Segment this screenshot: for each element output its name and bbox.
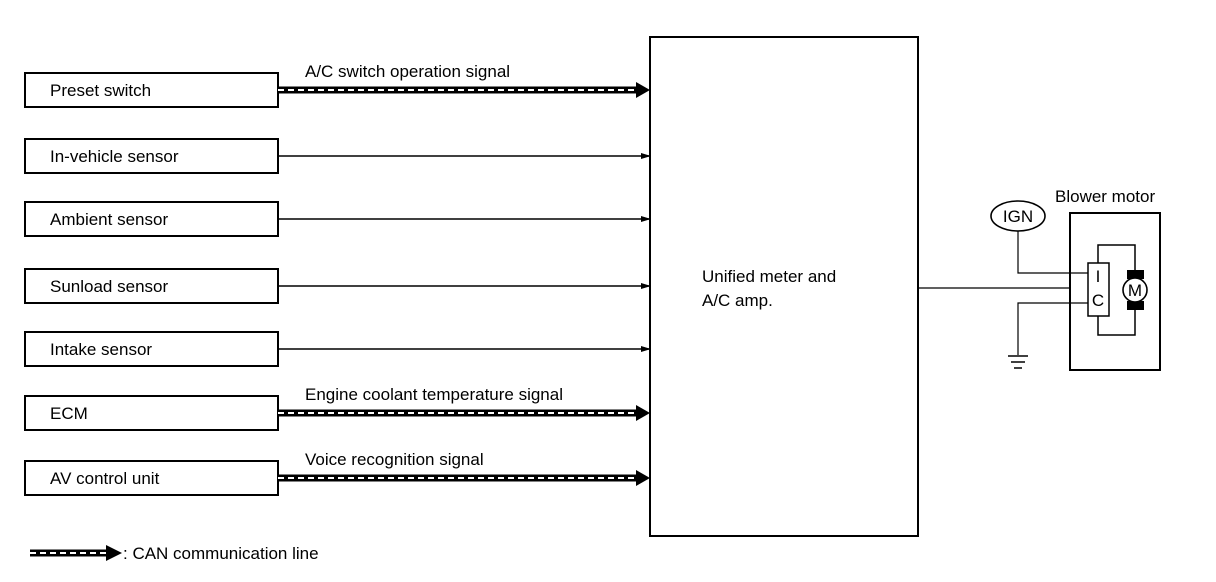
amp-label-line2: A/C amp.: [702, 291, 773, 310]
ic-motor-wire-top: [1097, 244, 1136, 270]
ign-label: IGN: [1003, 207, 1033, 226]
input-box-ecm: [24, 395, 279, 431]
ign-wire: [1017, 231, 1088, 274]
input-label-sunload-sensor: Sunload sensor: [50, 277, 168, 296]
input-box-preset-switch: [24, 72, 279, 108]
blower-title: Blower motor: [1055, 187, 1155, 206]
can-arrow-icon-av-control-unit: [636, 470, 650, 486]
input-label-ecm: ECM: [50, 404, 88, 423]
input-label-intake-sensor: Intake sensor: [50, 340, 152, 359]
ground-symbol: [1008, 355, 1028, 369]
signal-label-preset-switch: A/C switch operation signal: [305, 62, 510, 81]
input-label-av-control-unit: AV control unit: [50, 469, 160, 488]
can-arrow-icon-preset-switch: [636, 82, 650, 98]
legend: : CAN communication line: [30, 544, 319, 563]
amp-label-line1: Unified meter and: [702, 267, 836, 286]
motor-icon: [1122, 277, 1148, 303]
motor-brush-bottom: [1127, 301, 1144, 310]
amp-box: [649, 36, 919, 537]
ic-label-bottom: C: [1092, 291, 1104, 310]
input-box-sunload-sensor: [24, 268, 279, 304]
legend-arrow-icon: [106, 545, 122, 561]
input-label-ambient-sensor: Ambient sensor: [50, 210, 168, 229]
signal-label-av-control-unit: Voice recognition signal: [305, 450, 484, 469]
input-group: Preset switch A/C switch operation signal…: [24, 62, 651, 496]
input-box-av-control-unit: [24, 460, 279, 496]
input-label-preset-switch: Preset switch: [50, 81, 151, 100]
motor-brush-top: [1127, 270, 1144, 279]
input-label-in-vehicle-sensor: In-vehicle sensor: [50, 147, 179, 166]
ic-label-top: I: [1096, 267, 1101, 286]
legend-text: : CAN communication line: [123, 544, 319, 563]
input-box-intake-sensor: [24, 331, 279, 367]
motor-label: M: [1128, 281, 1142, 300]
can-arrow-icon-ecm: [636, 405, 650, 421]
signal-label-ecm: Engine coolant temperature signal: [305, 385, 563, 404]
ground-wire: [1017, 302, 1088, 355]
input-box-ambient-sensor: [24, 201, 279, 237]
ic-motor-wire-bottom: [1097, 309, 1136, 336]
